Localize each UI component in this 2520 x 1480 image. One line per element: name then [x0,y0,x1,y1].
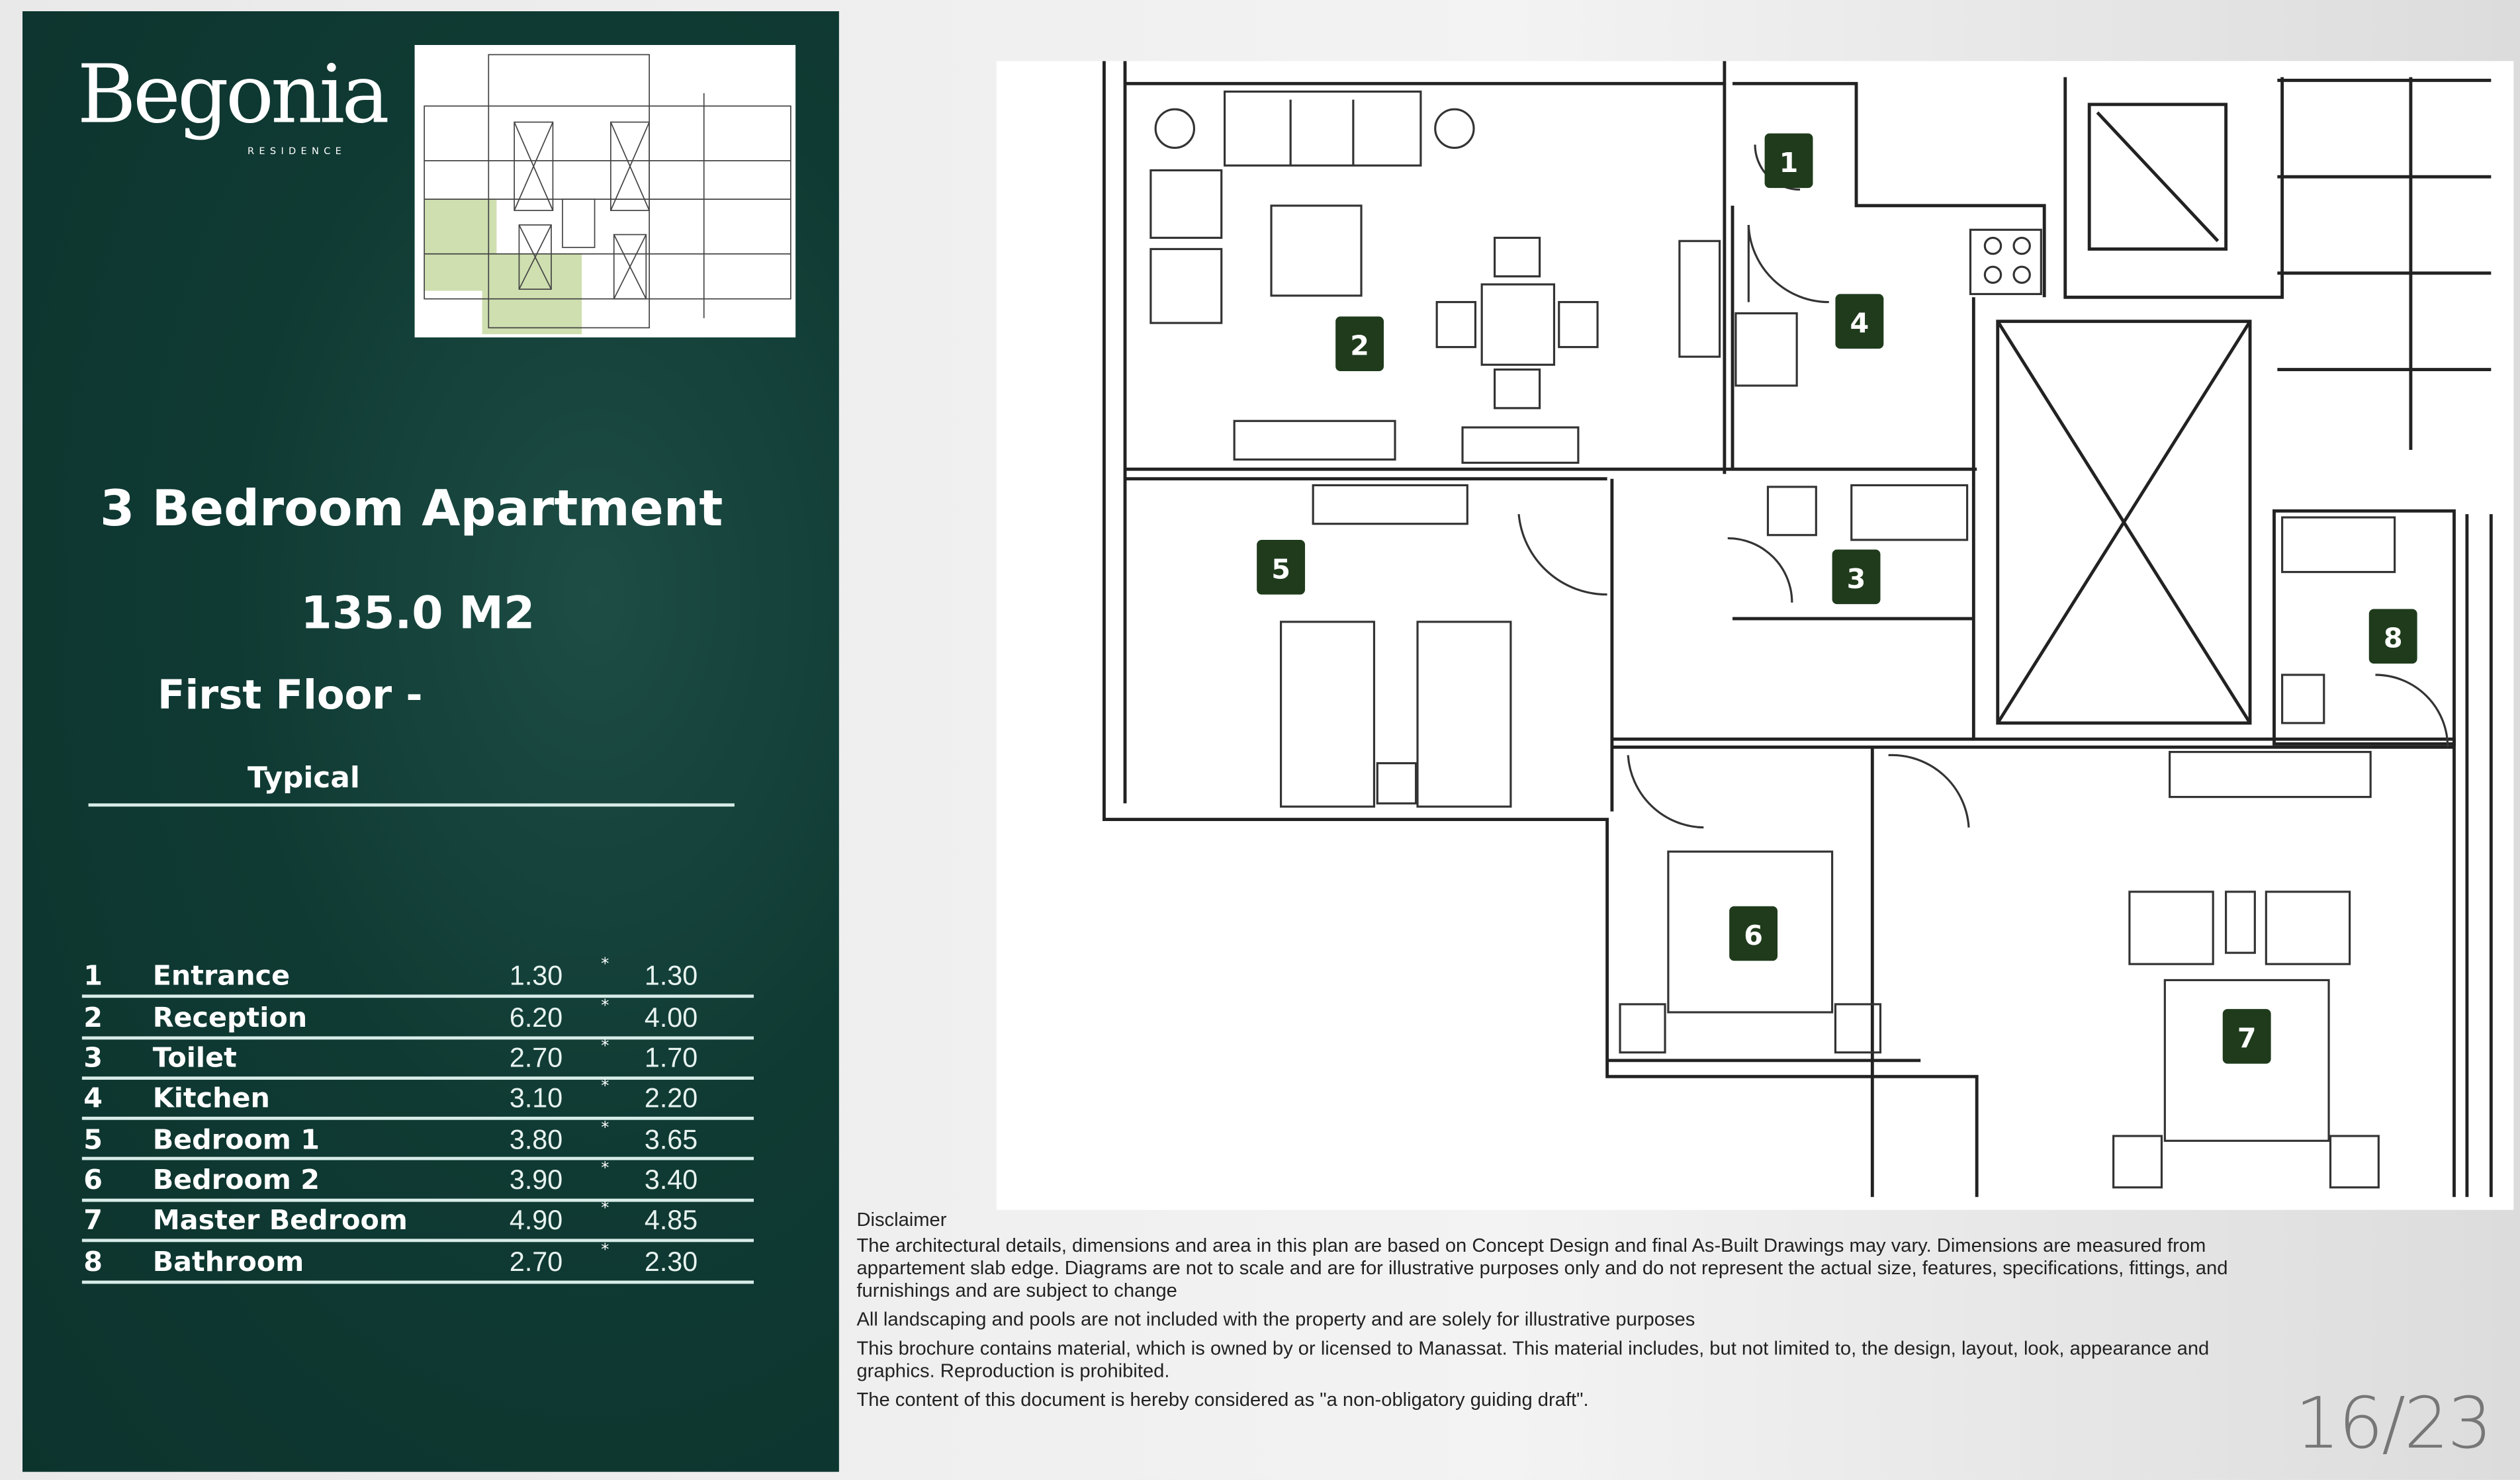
divider [81,1280,754,1284]
divider [81,1198,754,1202]
room-length: 1.30 [644,961,698,992]
room-number: 5 [83,1125,103,1157]
dimension-separator: * [601,1200,609,1218]
info-panel: Begonia RESIDENCE 3 Bedroom Apartment 13… [22,11,839,1472]
page-number: 16/23 [2295,1383,2492,1465]
room-badge-label: 5 [1271,553,1290,585]
divider [81,1036,754,1040]
room-badge-label: 3 [1847,563,1866,595]
room-name: Kitchen [152,1082,270,1115]
room-badge-label: 8 [2384,623,2403,654]
disclaimer: Disclaimer The architectural details, di… [856,1208,2271,1417]
table-row: 4 Kitchen 3.10 * 2.20 [83,1078,758,1121]
room-width: 3.80 [509,1125,563,1156]
room-length: 1.70 [644,1043,698,1074]
room-badge-4: 4 [1835,294,1884,349]
room-number: 7 [83,1205,103,1238]
room-badge-3: 3 [1832,549,1881,605]
dimension-separator: * [601,1078,609,1096]
unit-title: 3 Bedroom Apartment [100,480,723,539]
room-number: 3 [83,1043,103,1075]
room-width: 2.70 [509,1246,563,1278]
disclaimer-heading: Disclaimer [856,1208,947,1231]
room-length: 4.00 [644,1002,698,1033]
brand-logo: Begonia [77,48,390,142]
room-number: 4 [83,1082,103,1115]
divider [81,1239,754,1242]
room-badge-label: 2 [1350,330,1369,362]
room-name: Bathroom [152,1246,304,1280]
dimension-separator: * [601,1037,609,1056]
room-name: Master Bedroom [152,1205,408,1238]
floor-plan-drawing: 1 2 3 4 5 6 7 8 [996,61,2514,1210]
room-length: 2.30 [644,1246,698,1278]
room-badge-5: 5 [1257,540,1306,595]
room-badge-6: 6 [1729,906,1778,961]
room-length: 4.85 [644,1205,698,1236]
room-badge-label: 7 [2237,1022,2257,1054]
room-badge-label: 4 [1850,308,1869,339]
room-length: 3.65 [644,1125,698,1156]
unit-type-label: Typical [248,762,360,796]
room-badge-label: 1 [1779,147,1799,179]
floor-label: First Floor - [158,672,423,718]
table-row: 2 Reception 6.20 * 4.00 [83,998,758,1041]
room-number: 6 [83,1164,103,1197]
room-length: 2.20 [644,1082,698,1114]
room-width: 3.10 [509,1082,563,1114]
dimension-separator: * [601,956,609,974]
room-number: 8 [83,1246,103,1280]
room-length: 3.40 [644,1164,698,1196]
disclaimer-paragraph: The architectural details, dimensions an… [856,1234,2228,1302]
room-name: Entrance [152,961,291,993]
room-number-badges: 1 2 3 4 5 6 7 8 [1257,133,2417,1064]
room-number: 1 [83,961,103,993]
table-row: 1 Entrance 1.30 * 1.30 [83,956,758,999]
divider [81,994,754,998]
divider [88,803,735,807]
room-badge-2: 2 [1335,316,1384,372]
room-badge-8: 8 [2368,609,2417,664]
brand-logo-subtitle: RESIDENCE [248,146,347,158]
room-width: 4.90 [509,1205,563,1236]
room-width: 3.90 [509,1164,563,1196]
disclaimer-paragraph: This brochure contains material, which i… [856,1336,2210,1382]
room-name: Reception [152,1002,308,1035]
divider [81,1076,754,1080]
room-badge-7: 7 [2222,1009,2271,1064]
table-row: 5 Bedroom 1 3.80 * 3.65 [83,1120,758,1163]
room-width: 2.70 [509,1043,563,1074]
table-row: 7 Master Bedroom 4.90 * 4.85 [83,1200,758,1243]
disclaimer-paragraph: The content of this document is hereby c… [856,1388,1589,1411]
room-badge-label: 6 [1744,920,1763,951]
room-width: 6.20 [509,1002,563,1033]
room-name: Bedroom 2 [152,1164,320,1197]
dimension-separator: * [601,1242,609,1260]
table-row: 6 Bedroom 2 3.90 * 3.40 [83,1160,758,1203]
dimension-separator: * [601,998,609,1016]
room-name: Toilet [152,1043,237,1075]
disclaimer-paragraph: All landscaping and pools are not includ… [856,1307,1695,1330]
divider [81,1116,754,1120]
room-number: 2 [83,1002,103,1035]
dimension-separator: * [601,1119,609,1138]
divider [81,1156,754,1160]
table-row: 3 Toilet 2.70 * 1.70 [83,1038,758,1081]
room-width: 1.30 [509,961,563,992]
table-row: 8 Bathroom 2.70 * 2.30 [83,1242,758,1285]
key-plan-image [414,45,796,338]
room-name: Bedroom 1 [152,1125,320,1157]
unit-area: 135.0 M2 [300,586,535,640]
dimension-separator: * [601,1160,609,1178]
room-badge-1: 1 [1764,133,1813,189]
